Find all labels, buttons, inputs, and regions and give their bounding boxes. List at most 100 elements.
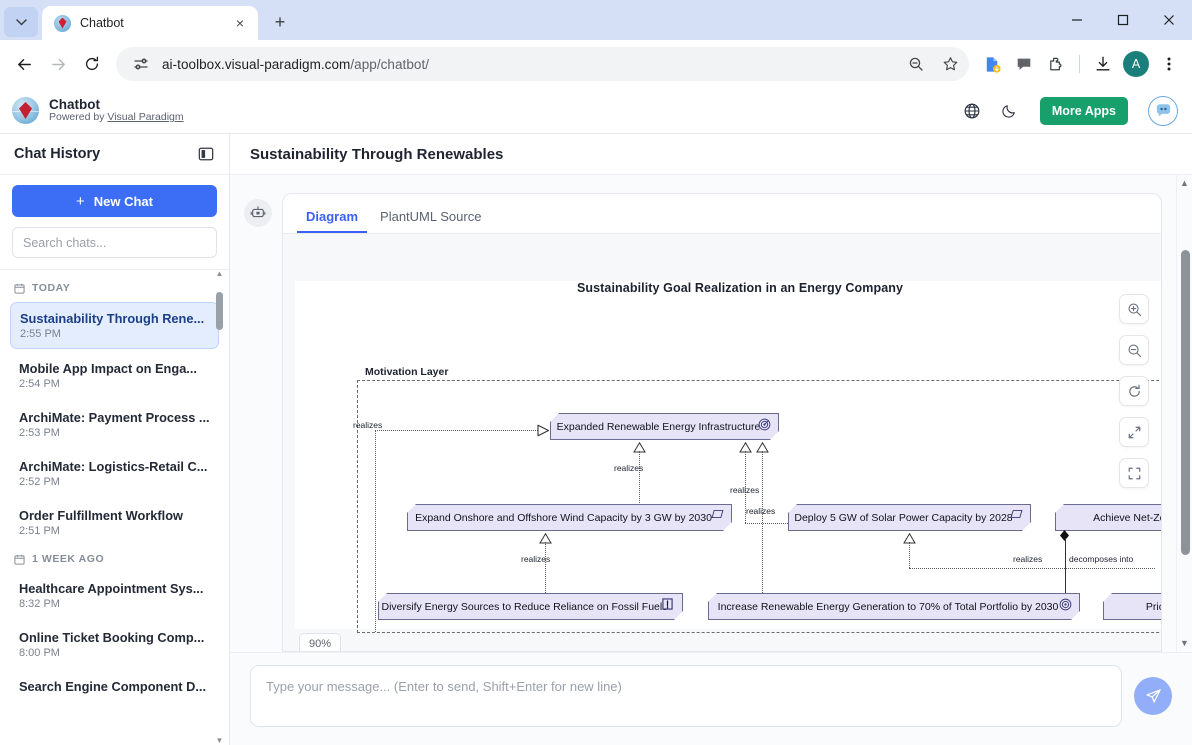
expand-button[interactable]: [1119, 417, 1149, 447]
download-icon[interactable]: [1088, 48, 1118, 80]
chat-history-list[interactable]: TODAY Sustainability Through Rene... 2:5…: [0, 270, 229, 745]
node-diversify-energy-sources[interactable]: Diversify Energy Sources to Reduce Relia…: [378, 593, 683, 620]
node-deploy-solar-capacity[interactable]: Deploy 5 GW of Solar Power Capacity by 2…: [788, 504, 1031, 531]
node-label: Expanded Renewable Energy Infrastructure: [556, 420, 761, 433]
scroll-down-arrow-icon[interactable]: ▼: [215, 736, 224, 745]
app-body: Chat History + New Chat Search chats...: [0, 134, 1192, 745]
chat-item-sustainability[interactable]: Sustainability Through Rene... 2:55 PM: [10, 302, 219, 349]
chat-item-name: Mobile App Impact on Enga...: [19, 361, 197, 376]
send-icon: [1145, 688, 1161, 703]
profile-avatar[interactable]: A: [1123, 51, 1149, 77]
scroll-up-arrow-icon[interactable]: ▲: [1180, 178, 1189, 188]
send-button[interactable]: [1134, 677, 1172, 715]
reset-view-button[interactable]: [1119, 376, 1149, 406]
fit-screen-icon: [1128, 467, 1140, 479]
chrome-menu-icon[interactable]: [1154, 48, 1184, 80]
chat-item-mobile-app[interactable]: Mobile App Impact on Enga... 2:54 PM: [10, 353, 219, 398]
chat-scrollbar[interactable]: ▲ ▼: [1176, 175, 1192, 652]
diagram-surface[interactable]: [295, 281, 1161, 629]
window-close-button[interactable]: [1146, 0, 1192, 40]
chat-item-name: Healthcare Appointment Sys...: [19, 581, 204, 596]
new-chat-button[interactable]: + New Chat: [12, 185, 217, 217]
window-maximize-button[interactable]: [1100, 0, 1146, 40]
visual-paradigm-link[interactable]: Visual Paradigm: [107, 111, 184, 124]
chat-item-name: Sustainability Through Rene...: [20, 311, 205, 326]
address-bar[interactable]: ai-toolbox.visual-paradigm.com/app/chatb…: [116, 47, 969, 81]
back-button[interactable]: [8, 48, 40, 80]
card-tabs: Diagram PlantUML Source: [283, 194, 1161, 234]
chat-item-name: Online Ticket Booking Comp...: [19, 630, 205, 645]
node-expanded-renewable-energy-infrastructure[interactable]: Expanded Renewable Energy Infrastructure: [550, 413, 779, 440]
moon-icon: [1002, 105, 1016, 118]
chat-item-healthcare[interactable]: Healthcare Appointment Sys... 8:32 PM: [10, 573, 219, 618]
new-tab-button[interactable]: +: [274, 11, 286, 32]
sidebar-scroll-track[interactable]: [213, 278, 226, 737]
zoom-in-button[interactable]: [1119, 294, 1149, 324]
chevron-down-icon: [15, 18, 27, 26]
url-path: /app/chatbot/: [350, 56, 430, 72]
chat-scroll-thumb[interactable]: [1180, 250, 1190, 555]
edge-line: [745, 523, 788, 524]
chat-item-logistics-retail[interactable]: ArchiMate: Logistics-Retail C... 2:52 PM: [10, 451, 219, 496]
scroll-up-arrow-icon[interactable]: ▲: [215, 270, 224, 278]
chatbot-avatar-icon[interactable]: [1148, 95, 1178, 126]
zoom-level-badge[interactable]: 90%: [299, 633, 342, 651]
search-chats-placeholder: Search chats...: [23, 235, 107, 250]
chat-item-time: 2:55 PM: [20, 328, 61, 340]
bookmark-star-icon[interactable]: [937, 51, 963, 77]
close-icon: [1164, 15, 1174, 25]
realizes-arrowhead-icon: [756, 440, 769, 453]
chat-item-time: 8:00 PM: [19, 647, 60, 659]
fit-screen-button[interactable]: [1119, 458, 1149, 488]
tab-close-icon[interactable]: ×: [235, 15, 245, 31]
panel-collapse-icon[interactable]: [195, 143, 217, 165]
edge-label-realizes: realizes: [353, 420, 383, 430]
diagram-title: Sustainability Goal Realization in an En…: [576, 281, 904, 295]
forward-button[interactable]: [42, 48, 74, 80]
edge-line: [909, 542, 910, 568]
more-apps-button[interactable]: More Apps: [1039, 96, 1128, 125]
minimize-icon: [1072, 19, 1082, 21]
calendar-icon: [14, 283, 25, 294]
extensions-puzzle-icon[interactable]: [1041, 48, 1071, 80]
window-minimize-button[interactable]: [1054, 0, 1100, 40]
edge-line: [909, 568, 1155, 569]
reload-button[interactable]: [76, 48, 108, 80]
chat-item-time: 2:52 PM: [19, 476, 60, 488]
sidebar-header: Chat History: [0, 134, 229, 175]
scroll-down-arrow-icon[interactable]: ▼: [1180, 638, 1189, 648]
chat-item-payment-process[interactable]: ArchiMate: Payment Process ... 2:53 PM: [10, 402, 219, 447]
node-expand-wind-capacity[interactable]: Expand Onshore and Offshore Wind Capacit…: [407, 504, 732, 531]
theme-toggle-button[interactable]: [996, 97, 1024, 125]
zoom-out-page-icon[interactable]: [903, 51, 929, 77]
chat-item-name: Order Fulfillment Workflow: [19, 508, 183, 523]
chat-item-search-engine[interactable]: Search Engine Component D...: [10, 671, 219, 702]
browser-tab[interactable]: Chatbot ×: [42, 6, 258, 40]
zoom-out-button[interactable]: [1119, 335, 1149, 365]
tab-search-dropdown-button[interactable]: [4, 7, 38, 37]
sidebar-scrollbar[interactable]: ▲ ▼: [213, 270, 226, 745]
language-button[interactable]: [958, 97, 986, 125]
node-prior-clipped[interactable]: Prior: [1103, 593, 1161, 620]
sidebar-scroll-thumb[interactable]: [216, 292, 223, 330]
site-settings-icon[interactable]: [128, 51, 154, 77]
outcome-icon: [711, 509, 724, 522]
node-achieve-net-zero[interactable]: Achieve Net-Zero: [1055, 504, 1161, 531]
chat-item-name: ArchiMate: Payment Process ...: [19, 410, 210, 425]
tab-diagram[interactable]: Diagram: [297, 200, 368, 233]
chat-item-time: 8:32 PM: [19, 598, 60, 610]
diagram-card: Diagram PlantUML Source Sustainability G…: [282, 193, 1162, 652]
search-chats-input[interactable]: Search chats...: [12, 227, 217, 258]
comment-icon[interactable]: [1009, 48, 1039, 80]
chat-item-ticket-booking[interactable]: Online Ticket Booking Comp... 8:00 PM: [10, 622, 219, 667]
reset-rotate-icon: [1128, 384, 1140, 397]
tab-plantuml-source[interactable]: PlantUML Source: [380, 209, 482, 224]
chat-item-order-fulfillment[interactable]: Order Fulfillment Workflow 2:51 PM: [10, 500, 219, 545]
chat-scroll-track[interactable]: [1177, 188, 1192, 639]
app-subtitle-prefix: Powered by: [49, 111, 108, 124]
message-input[interactable]: Type your message... (Enter to send, Shi…: [250, 665, 1122, 727]
extension-doc-icon[interactable]: [977, 48, 1007, 80]
node-increase-renewable-generation[interactable]: Increase Renewable Energy Generation to …: [708, 593, 1080, 620]
node-label: Prior: [1145, 600, 1159, 613]
diagram-canvas[interactable]: Sustainability Goal Realization in an En…: [283, 234, 1161, 651]
